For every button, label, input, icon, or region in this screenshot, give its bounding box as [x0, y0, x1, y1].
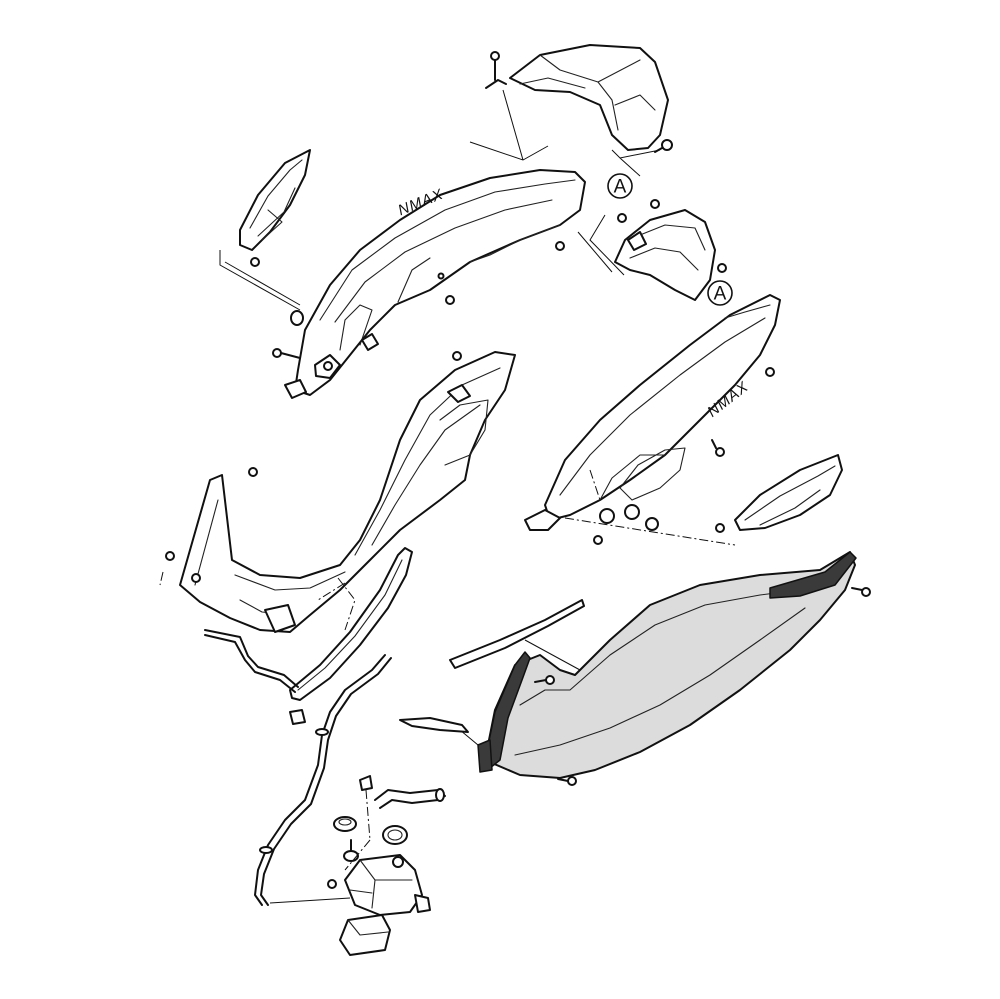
grommet-left-cover	[290, 310, 304, 326]
front-leg-shield	[179, 351, 516, 633]
nut-left-cover-2	[555, 241, 565, 251]
leader-line-hose	[269, 897, 351, 904]
leader-lines-tail	[469, 89, 661, 177]
left-floor-rail	[204, 629, 299, 693]
bolt-tank-3	[327, 879, 337, 889]
bolt-right-trim	[715, 523, 725, 533]
nut-leg-shield-far-left	[165, 551, 175, 561]
right-floor-panel	[477, 551, 857, 779]
screw-floor-middle	[534, 675, 555, 685]
callout-a-upper: A	[607, 173, 633, 199]
bolt-right-inner-1	[650, 199, 660, 209]
leader-lines-left-cover	[219, 250, 301, 311]
leader-lines-right-inner	[577, 214, 625, 276]
screw-left-cover-bottom	[272, 348, 301, 359]
nut-leg-shield-left	[248, 467, 258, 477]
leader-lines-leg-shield	[159, 571, 356, 631]
bolt-right-inner-3	[717, 263, 727, 273]
leader-lines-tank	[344, 789, 371, 871]
right-rear-side-cover: NMAX	[524, 294, 781, 531]
hose-clip	[289, 709, 306, 725]
floor-bracket	[399, 717, 469, 733]
bolt-right-cover-top	[765, 367, 775, 377]
nut-left-cover-1	[361, 333, 379, 351]
screw-floor-bottom	[557, 776, 577, 786]
center-trim-strip	[289, 547, 413, 701]
drain-hose	[254, 654, 392, 906]
leader-lines-right-cover	[564, 469, 736, 546]
nut-left-trim	[250, 257, 260, 267]
grommet-right-cover	[645, 517, 659, 531]
hose-clamp	[382, 825, 408, 845]
bolt-left-cover-3	[445, 295, 455, 305]
bolt-leg-shield-top	[452, 351, 462, 361]
screw-floor-top-right	[851, 587, 871, 597]
bolt-right-cover-bottom	[593, 535, 603, 545]
right-passenger-trim	[734, 454, 843, 531]
bolt-tank-1	[359, 775, 373, 791]
cap-grommet	[333, 816, 357, 832]
tank-hose-elbow	[374, 788, 446, 809]
callout-a-lower: A	[707, 280, 733, 306]
bolt-tank-2	[392, 856, 404, 868]
rear-tail-cover	[509, 44, 669, 151]
callout-a-lower-label: A	[714, 284, 727, 305]
storage-tank	[344, 854, 431, 916]
grommet-tank	[343, 839, 359, 862]
callout-a-upper-label: A	[614, 177, 627, 198]
bolt-right-cover-side	[711, 439, 725, 457]
tank-tray	[339, 914, 391, 956]
left-rear-side-cover: NMAX	[284, 169, 586, 399]
screw-tail-top	[485, 51, 507, 89]
left-passenger-trim	[239, 149, 311, 251]
bolt-right-inner-2	[617, 213, 627, 223]
right-inner-cover	[614, 209, 716, 301]
floor-trim-strip	[449, 599, 585, 669]
